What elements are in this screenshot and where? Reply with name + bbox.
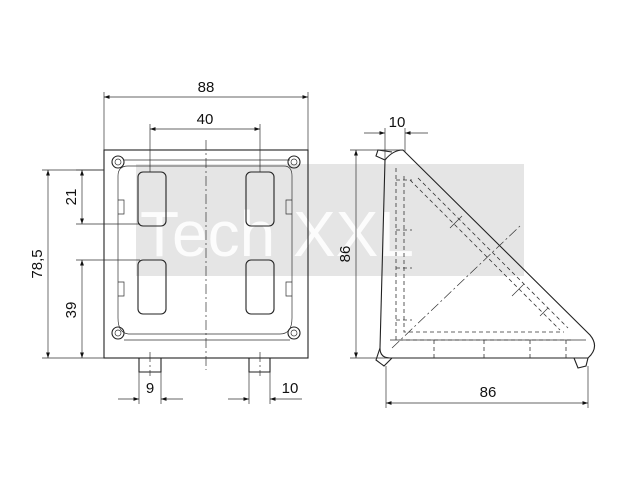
hole-top-left-inner xyxy=(114,158,122,166)
side-diagonal-center xyxy=(391,225,521,349)
hole-bottom-right xyxy=(287,326,301,340)
dim-21-label: 21 xyxy=(63,189,80,206)
side-view xyxy=(375,149,596,369)
front-notches xyxy=(118,199,292,297)
side-face-marks xyxy=(449,215,549,317)
dim-39-label: 39 xyxy=(63,302,80,319)
hole-top-left xyxy=(111,155,125,169)
side-vertical-tabs xyxy=(396,179,412,321)
hole-bottom-left-inner xyxy=(114,329,122,337)
dim-785-label: 78,5 xyxy=(29,249,46,278)
slot-lower-right xyxy=(245,259,275,315)
dim-10-top-label: 10 xyxy=(389,114,406,131)
front-view xyxy=(103,140,309,376)
side-left-lip xyxy=(375,347,393,367)
front-inner-frame xyxy=(117,165,293,335)
side-horizontal-tabs xyxy=(433,340,567,358)
side-outline xyxy=(379,149,596,359)
side-inner-wall-2 xyxy=(403,176,564,333)
slot-lower-left xyxy=(137,259,167,315)
front-inner-frame-2 xyxy=(124,159,290,341)
dim-10-bottom-label: 10 xyxy=(282,380,299,397)
hole-bottom-right-inner xyxy=(290,329,298,337)
side-right-lip xyxy=(573,357,589,369)
dim-9-label: 9 xyxy=(146,380,154,397)
tab-right xyxy=(248,358,271,373)
dim-86-horizontal-label: 86 xyxy=(480,384,497,401)
watermark-text: Tech XXL xyxy=(140,198,414,270)
side-dimensions: 10 86 86 xyxy=(337,114,589,408)
watermark: Tech XXL xyxy=(136,164,524,276)
dim-88-label: 88 xyxy=(198,79,215,96)
hole-top-right-inner xyxy=(290,158,298,166)
side-rib xyxy=(409,177,569,331)
watermark-band xyxy=(136,164,524,276)
hole-top-right xyxy=(287,155,301,169)
slot-upper-left xyxy=(137,171,167,227)
dim-40-label: 40 xyxy=(197,111,214,128)
hole-bottom-left xyxy=(111,326,125,340)
front-dimensions: 88 40 78,5 21 39 9 10 xyxy=(29,79,309,404)
dim-86-vertical-label: 86 xyxy=(337,246,354,263)
